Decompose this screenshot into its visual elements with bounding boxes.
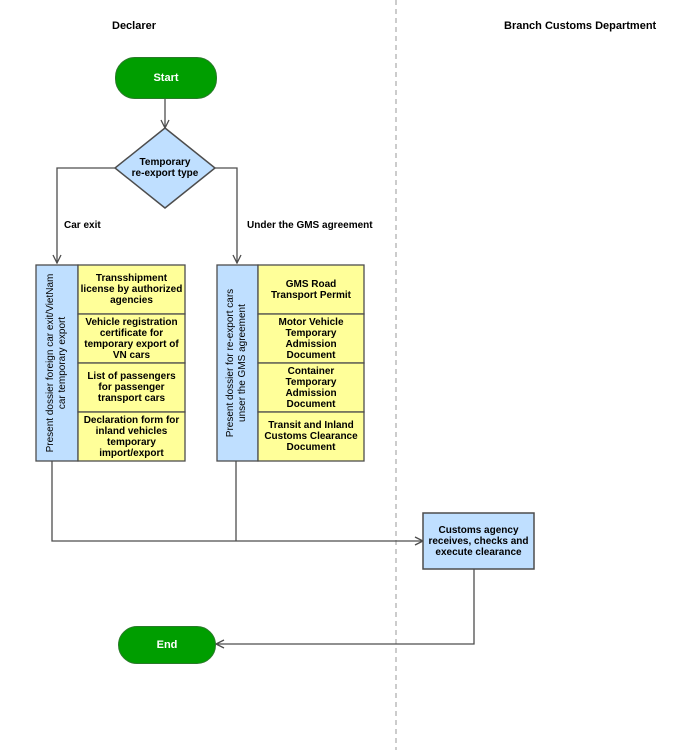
right-doc-2: Motor Vehicle Temporary Admission Docume…	[278, 316, 344, 361]
edge-label-gms: Under the GMS agreement	[247, 220, 373, 231]
lane-title-declarer: Declarer	[112, 20, 157, 32]
left-doc-3: List of passengers for passenger transpo…	[87, 371, 176, 404]
end-terminal: End	[118, 626, 216, 664]
left-doc-2: Vehicle registration certificate for tem…	[84, 316, 179, 361]
right-group-title: Present dossier for re-export cars unser…	[225, 288, 248, 438]
right-doc-box-2	[257, 313, 365, 364]
edge-label-car-exit: Car exit	[64, 220, 101, 231]
left-doc-box-3	[77, 362, 186, 413]
left-doc-box-4	[77, 411, 186, 462]
customs-box	[422, 512, 535, 570]
right-doc-box-1	[257, 264, 365, 315]
decision-label: Temporary re-export type	[131, 157, 199, 179]
decision-diamond	[113, 127, 217, 209]
edge-left-to-customs	[51, 461, 423, 541]
right-doc-3: Container Temporary Admission Document	[285, 365, 337, 410]
start-terminal: Start	[115, 57, 217, 99]
edge-decision-left	[57, 167, 115, 263]
left-doc-4: Declaration form for inland vehicles tem…	[83, 414, 180, 459]
edge-customs-end	[216, 569, 475, 644]
edge-decision-right	[215, 167, 237, 263]
right-doc-1: GMS Road Transport Permit	[270, 278, 352, 301]
left-doc-box-1	[77, 264, 186, 315]
left-group-title-box	[35, 264, 79, 462]
left-doc-box-2	[77, 313, 186, 364]
left-doc-1: Transshipment license by authorized agen…	[80, 273, 183, 306]
left-group-title: Present dossier foreign car exit/VietNam…	[45, 273, 68, 453]
right-doc-4: Transit and Inland Customs Clearance Doc…	[264, 420, 358, 453]
lane-title-customs: Branch Customs Department	[504, 20, 657, 32]
right-group-title-box	[216, 264, 259, 462]
right-doc-box-4	[257, 411, 365, 462]
customs-box-label: Customs agency receives, checks and exec…	[428, 524, 529, 558]
